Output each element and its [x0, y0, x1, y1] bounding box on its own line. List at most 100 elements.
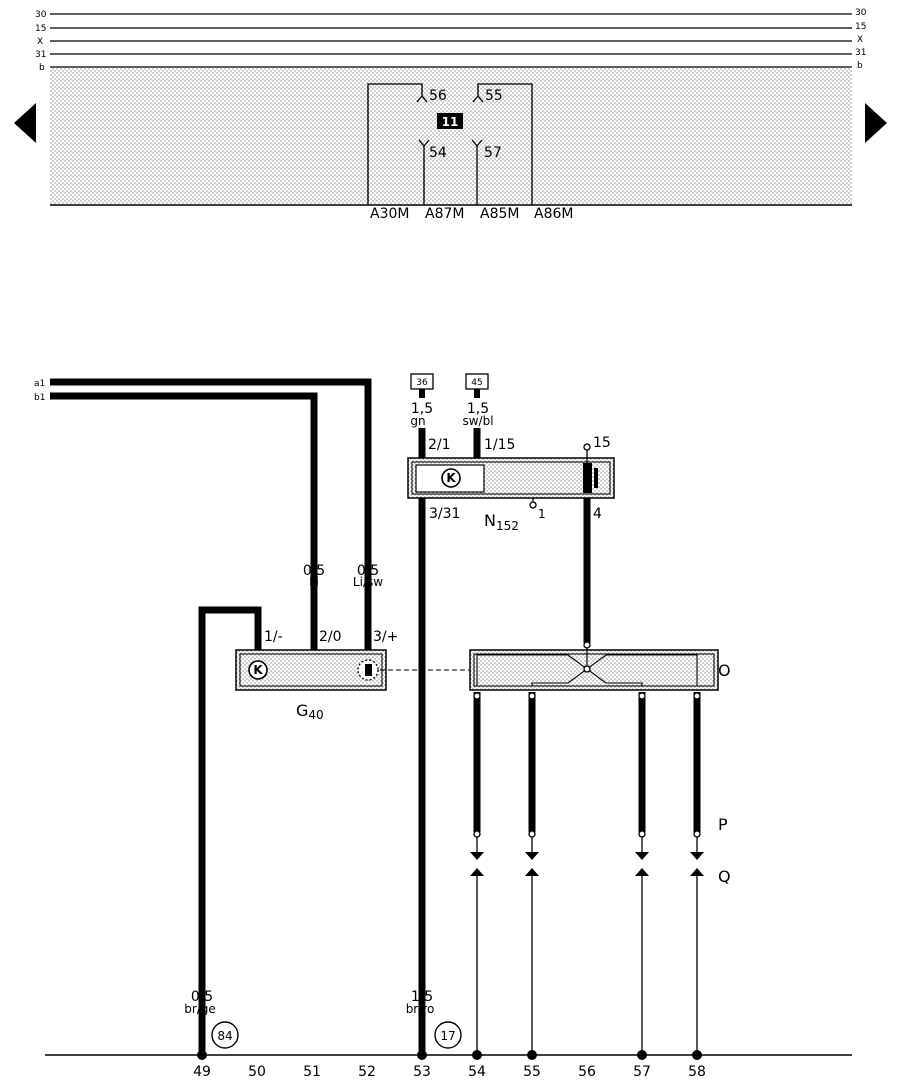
n152-pin-15: 15 [593, 435, 611, 451]
wire-49-size: 0,5 [191, 989, 213, 1005]
track-number: 55 [523, 1064, 541, 1080]
g40-wire-2-color: Li [309, 575, 319, 589]
bus-label-right-30: 30 [855, 8, 867, 18]
q-connectors [470, 868, 704, 1055]
g40-k-symbol-icon [248, 660, 268, 680]
incoming-wires: a1 b1 [34, 378, 372, 650]
wire-45-color: sw/bl [462, 414, 493, 428]
n152-pin-3-31: 3/31 [429, 506, 460, 522]
relay-panel-background [50, 68, 852, 205]
bus-label-right-x: X [857, 35, 863, 45]
n152-coil-icon [583, 463, 592, 493]
p-arrow-57-icon [635, 852, 649, 860]
fuse-ref-36: 36 [416, 378, 428, 388]
g40-pin-1: 1/- [264, 629, 283, 645]
bus-label-right-b: b [857, 61, 863, 71]
q-arrow-57-icon [635, 868, 649, 876]
n152-k-letter: K [446, 471, 456, 485]
track-number: 58 [688, 1064, 706, 1080]
bus-label-left-15: 15 [35, 24, 46, 34]
bus-label-right-31: 31 [855, 48, 866, 58]
track-number: 54 [468, 1064, 486, 1080]
terminal-54-label: 54 [429, 145, 447, 161]
p-connectors [470, 837, 704, 860]
marker-p: P [718, 815, 728, 834]
terminal-54-symbol [418, 139, 430, 148]
n152-pin-4: 4 [593, 506, 602, 522]
wire-45-size: 1,5 [467, 401, 489, 417]
bus-lines: 30 15 X 31 b 30 15 X 31 b [35, 8, 867, 73]
q-arrow-54-icon [470, 868, 484, 876]
track-number: 52 [358, 1064, 376, 1080]
o-component: O [469, 648, 731, 691]
n152-terminal-1-icon [529, 501, 537, 509]
track-number: 53 [413, 1064, 431, 1080]
track-number: 51 [303, 1064, 321, 1080]
bus-label-left-30: 30 [35, 10, 47, 20]
track-number: 49 [193, 1064, 211, 1080]
bus-label-left-x: X [37, 37, 43, 47]
n152-terminal-15-icon [583, 443, 591, 451]
relay-wiring [367, 83, 533, 205]
wire-53-size: 1,5 [411, 989, 433, 1005]
q-arrow-55-icon [525, 868, 539, 876]
connector-a87m: A87M [425, 206, 464, 222]
n152-k-symbol-icon [441, 468, 461, 488]
marker-o: O [718, 661, 731, 680]
relay-slot-number: 11 [442, 115, 459, 129]
bus-label-left-b: b [39, 63, 45, 73]
terminal-56-label: 56 [429, 88, 447, 104]
wire-b1-label: b1 [34, 393, 45, 403]
track-numbers: 49 50 51 52 53 54 55 56 57 58 [193, 1064, 706, 1080]
terminal-55-symbol [472, 94, 484, 103]
o-body [469, 649, 719, 691]
track-number: 57 [633, 1064, 651, 1080]
wire-a1 [50, 378, 372, 650]
terminal-55-label: 55 [485, 88, 503, 104]
g40-pin-3: 3/+ [373, 629, 398, 645]
terminal-56-symbol [416, 94, 428, 103]
bus-label-left-31: 31 [35, 50, 46, 60]
n152-pin-1-15: 1/15 [484, 437, 515, 453]
bus-label-right-15: 15 [855, 22, 866, 32]
terminal-57-label: 57 [484, 145, 502, 161]
connector-a86m: A86M [534, 206, 573, 222]
n152-name-letter: N [484, 511, 496, 530]
wire-53-color: br/ro [406, 1002, 435, 1016]
ground-point-84-icon [211, 1021, 239, 1049]
wire-49 [198, 606, 262, 1055]
n152-pin-1: 1 [538, 507, 546, 521]
relay-terminal-symbols [416, 94, 484, 148]
wire-36-size: 1,5 [411, 401, 433, 417]
g40-name-letter: G [296, 701, 308, 720]
n152-name-number: 152 [496, 519, 519, 533]
junction-dots [197, 1050, 702, 1060]
connector-a85m: A85M [480, 206, 519, 222]
wire-a1-label: a1 [34, 379, 45, 389]
g40-wire-3-size: 0,5 [357, 563, 379, 579]
n152-name: N152 [484, 511, 519, 533]
relay-panel: 30 15 X 31 b 30 15 X 31 b 56 [14, 8, 887, 222]
n152-pin-2-1: 2/1 [428, 437, 451, 453]
next-page-arrow-icon[interactable] [865, 103, 887, 143]
fuse-references: 36 45 [410, 373, 489, 398]
marker-q: Q [718, 867, 731, 886]
previous-page-arrow-icon[interactable] [14, 103, 36, 143]
terminal-57-symbol [471, 139, 483, 148]
g40-pin-2: 2/0 [319, 629, 342, 645]
wire-36-color: gn [410, 414, 425, 428]
q-arrow-58-icon [690, 868, 704, 876]
track-number: 56 [578, 1064, 596, 1080]
n152-inner-frame [411, 461, 611, 495]
ground-points: 84 17 [211, 1021, 462, 1049]
ground-point-17: 17 [440, 1029, 455, 1043]
g40-name: G40 [296, 701, 324, 722]
g40-component: K 1/- 2/0 3/+ G40 [235, 629, 398, 722]
g40-wire-3-color: Li/sw [353, 575, 383, 589]
o-output-wires [473, 692, 701, 838]
relay-slot-badge [437, 113, 463, 129]
g40-name-number: 40 [308, 708, 323, 722]
wire-49-color: br/ge [184, 1002, 216, 1016]
ground-point-17-icon [434, 1021, 462, 1049]
